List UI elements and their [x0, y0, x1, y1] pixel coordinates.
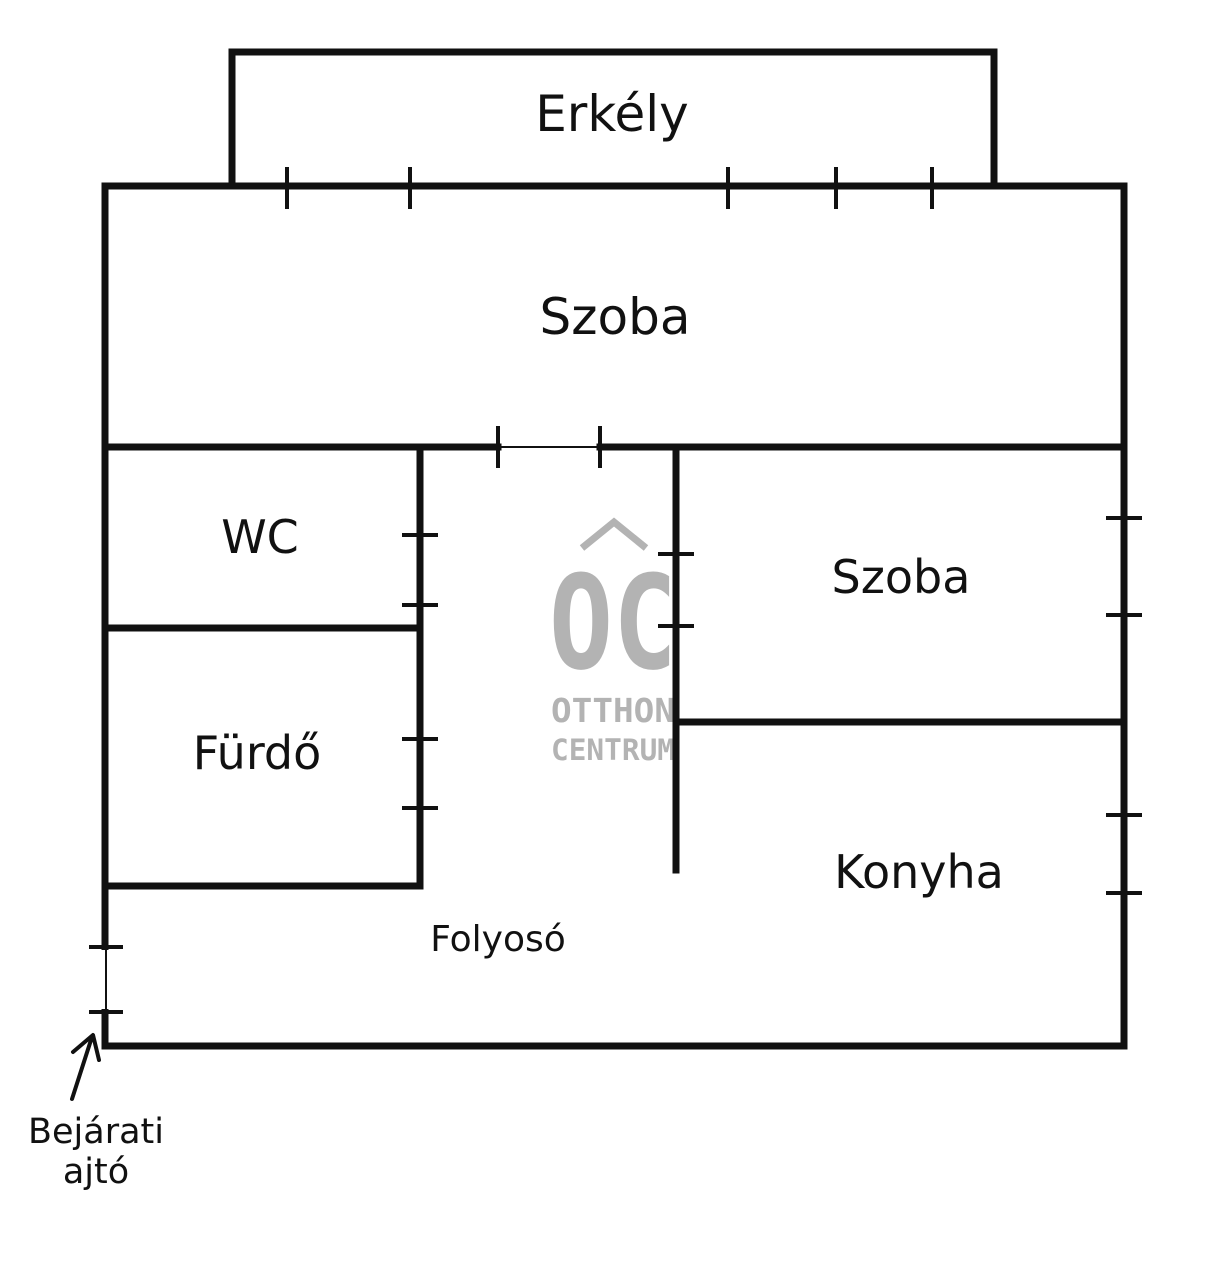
balcony-walls [228, 48, 998, 190]
label-wc: WC [221, 510, 299, 564]
label-room-right: Szoba [832, 550, 971, 604]
watermark-line2: CENTRUM [551, 733, 675, 767]
label-kitchen: Konyha [834, 845, 1004, 899]
label-bathroom: Fürdő [193, 726, 322, 780]
watermark: OC OTTHON CENTRUM [549, 517, 677, 767]
label-hallway: Folyosó [430, 919, 566, 960]
label-entrance-line1: Bejárati [28, 1112, 164, 1152]
openings [89, 167, 1142, 1014]
label-entrance-line2: ajtó [63, 1152, 129, 1192]
label-balcony: Erkély [535, 85, 689, 143]
room-labels: Erkély Szoba WC Szoba Fürdő Konyha Folyo… [28, 85, 1004, 1192]
entrance-arrow [70, 1033, 101, 1101]
label-room-top: Szoba [540, 288, 691, 346]
watermark-roof-icon [579, 517, 649, 551]
watermark-logo: OC [549, 547, 677, 699]
walls [101, 48, 1128, 1050]
watermark-line1: OTTHON [551, 691, 675, 730]
